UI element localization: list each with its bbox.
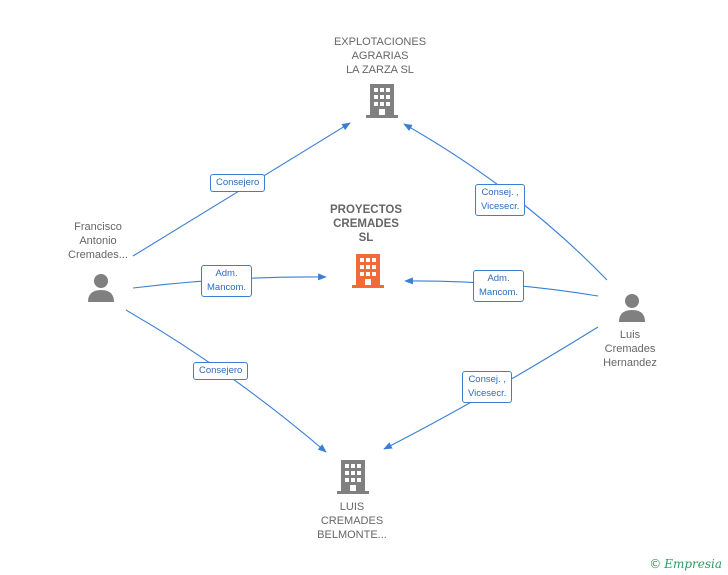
brand-name: Empresia bbox=[664, 557, 722, 571]
company-label-top[interactable]: EXPLOTACIONES AGRARIAS LA ZARZA SL bbox=[333, 36, 427, 76]
edge-left-bottom bbox=[125, 309, 327, 453]
person-icon bbox=[619, 294, 645, 322]
copyright-icon: © bbox=[649, 557, 662, 571]
edge-label-left-bottom: Consejero bbox=[193, 362, 249, 380]
company-label-center[interactable]: PROYECTOS CREMADES SL bbox=[330, 204, 402, 244]
company-label-bottom[interactable]: LUIS CREMADES BELMONTE... bbox=[317, 501, 387, 541]
edge-label-right-top: Consej. , Vicesecr. bbox=[475, 184, 526, 216]
edge-label-left-center: Adm. Mancom. bbox=[201, 265, 253, 297]
edge-label-right-center: Adm. Mancom. bbox=[473, 270, 525, 302]
building-icon bbox=[366, 84, 398, 118]
building-icon bbox=[337, 460, 369, 494]
edge-label-left-top: Consejero bbox=[210, 174, 266, 192]
brand-watermark: ©Empresia bbox=[649, 557, 722, 571]
person-icon bbox=[88, 274, 114, 302]
building-icon-highlight bbox=[352, 254, 384, 288]
edge-label-right-bottom: Consej. , Vicesecr. bbox=[462, 371, 513, 403]
person-label-left[interactable]: Francisco Antonio Cremades... bbox=[68, 221, 128, 261]
person-label-right[interactable]: Luis Cremades Hernandez bbox=[603, 329, 657, 369]
